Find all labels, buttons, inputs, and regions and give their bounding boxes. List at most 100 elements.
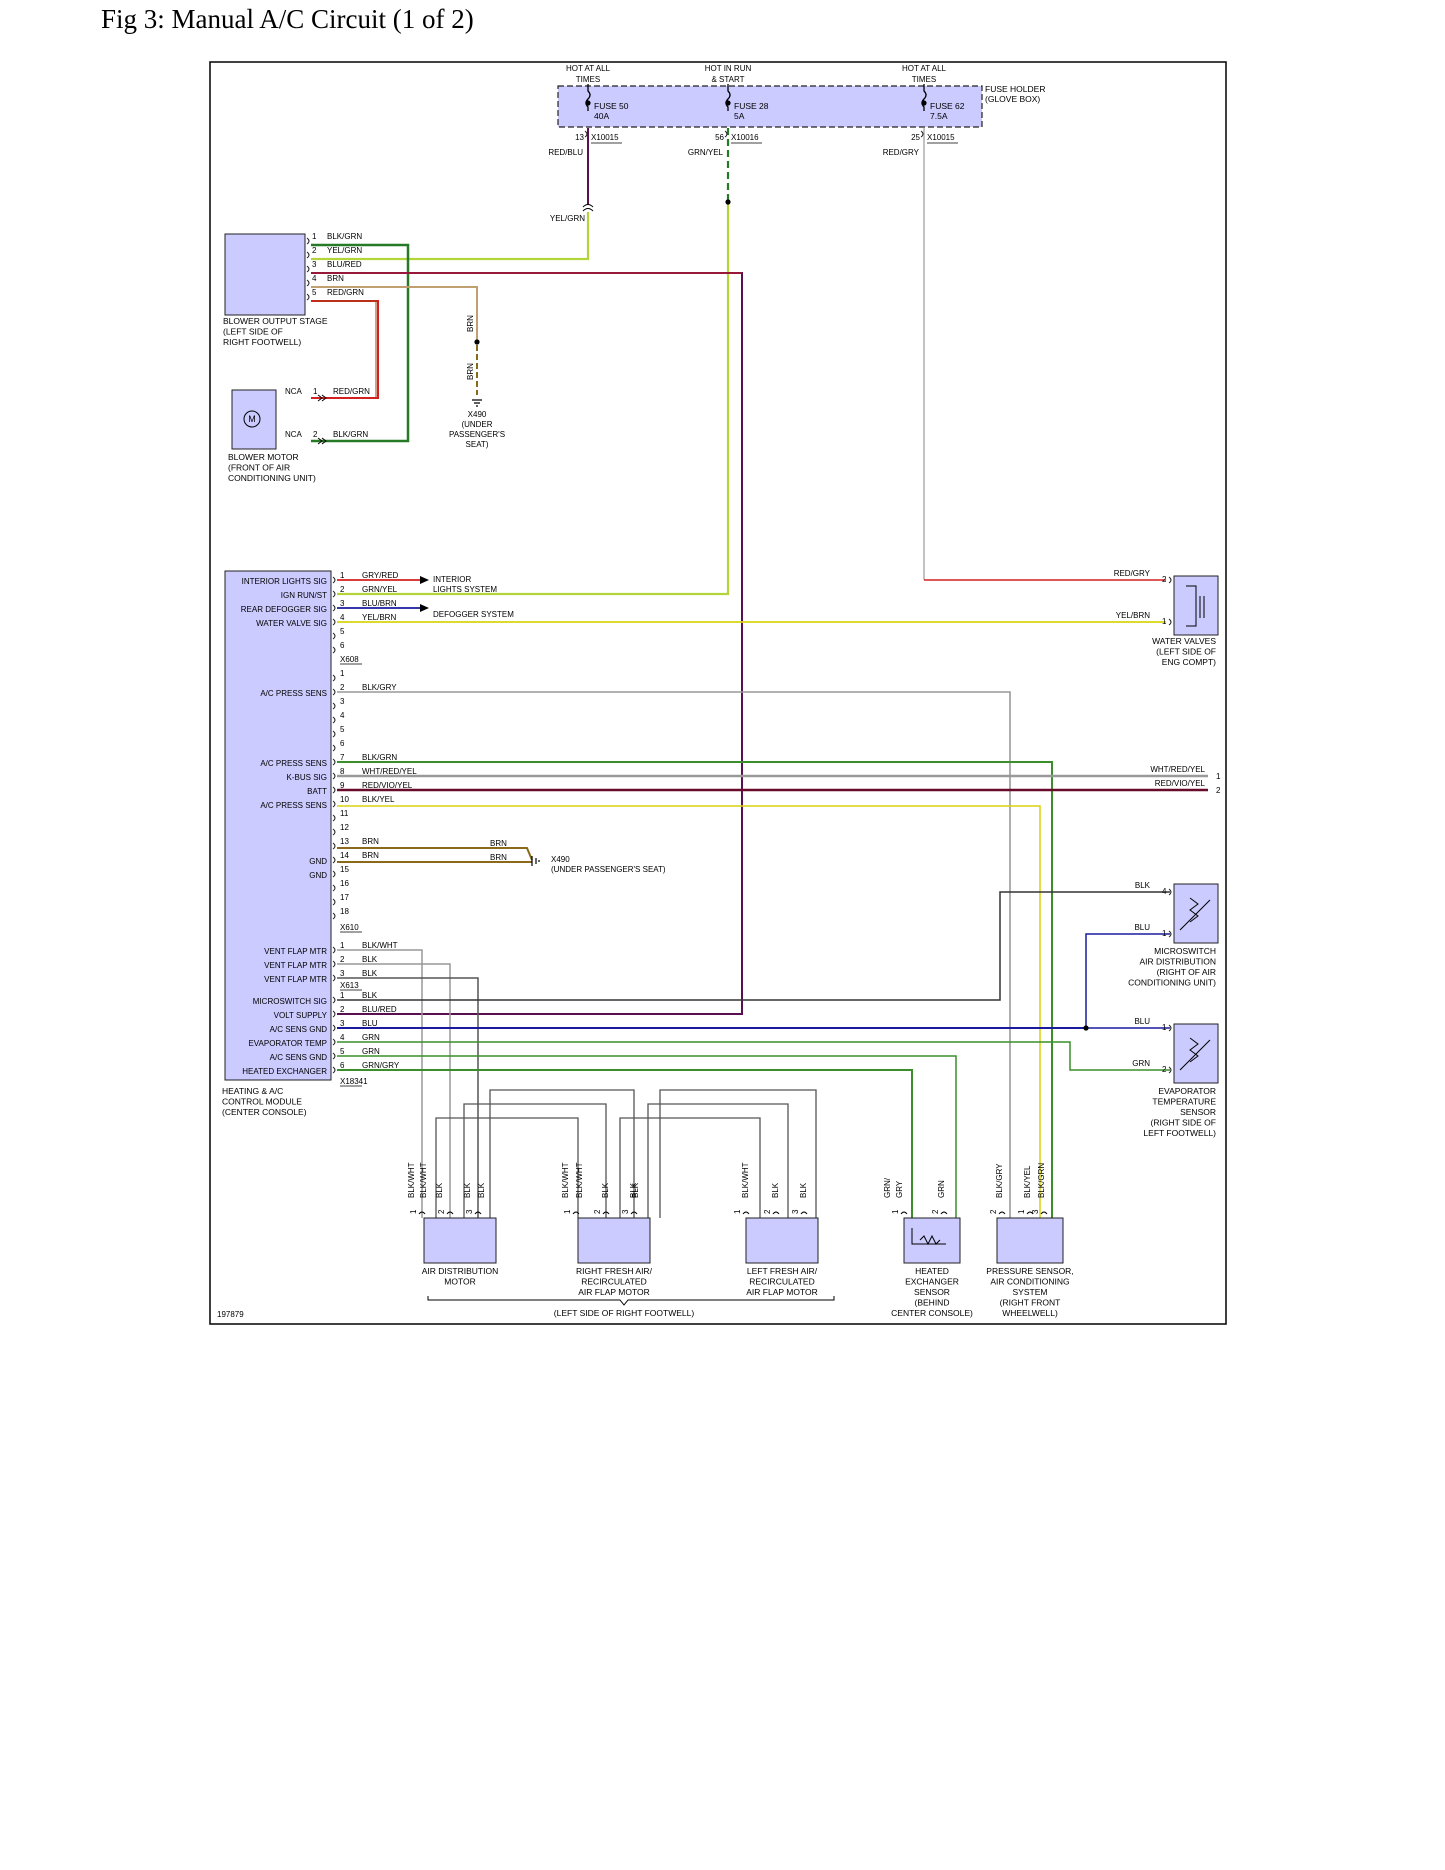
connector-pin-mark	[1168, 888, 1172, 896]
pin-number: 1	[1162, 1023, 1167, 1032]
ground-location-label: X490	[551, 855, 570, 864]
fuse-name: FUSE 28	[734, 101, 769, 111]
pin-number: 3	[340, 697, 345, 706]
wire-label-vertical: BLK	[771, 1182, 780, 1198]
pin-number: 6	[340, 739, 345, 748]
wire-label: BLK	[362, 969, 378, 978]
module-pin-function: INTERIOR LIGHTS SIG	[242, 577, 327, 586]
connector-pin-mark	[332, 1038, 336, 1046]
pin-number: 2	[313, 430, 318, 439]
blower-output-stage-box	[224, 233, 306, 316]
microswitch-label: MICROSWITCH	[1154, 946, 1216, 956]
pin-number: 1	[409, 1209, 418, 1214]
connector-pin-mark	[332, 814, 336, 822]
wire-label: BLU/RED	[327, 260, 362, 269]
ground-location-label: (UNDER	[461, 420, 492, 429]
fuse-hot-label: HOT AT ALL	[902, 64, 947, 73]
wire-label-vertical: BLK	[435, 1182, 444, 1198]
bottom-component-box	[745, 1217, 819, 1264]
pin-number: 9	[340, 781, 345, 790]
pin-number: 18	[340, 907, 349, 916]
wire-label: WHT/RED/YEL	[362, 767, 417, 776]
wire-label: BRN	[490, 853, 507, 862]
pin-number: 1	[891, 1209, 900, 1214]
wire-grn-yel	[337, 202, 730, 596]
wire-label-vertical: BLK	[629, 1182, 638, 1198]
bottom-component-label: (BEHIND	[915, 1298, 950, 1308]
wire-label-vertical: BLK	[477, 1182, 486, 1198]
connector-pin-mark	[998, 1211, 1006, 1215]
bottom-component-label: AIR DISTRIBUTION	[422, 1266, 499, 1276]
bottom-component-box	[996, 1217, 1064, 1264]
footwell-bracket	[427, 1296, 835, 1306]
fuse-dot	[921, 100, 927, 106]
bottom-component-box	[423, 1217, 497, 1264]
connector-pin-mark	[332, 590, 336, 598]
water-valves-label: (LEFT SIDE OF	[1156, 647, 1216, 657]
pin-number: 2	[1162, 1065, 1167, 1074]
connector-pin-mark	[602, 1211, 610, 1215]
connector-pin-mark	[332, 1024, 336, 1032]
pin-number: 10	[340, 795, 349, 804]
nca-label: NCA	[285, 387, 303, 396]
connector-pin-mark	[332, 744, 336, 752]
connector-pin-mark	[332, 870, 336, 878]
pin-number: 3	[465, 1209, 474, 1214]
arrow-destination-label: INTERIOR	[433, 575, 471, 584]
splice-dot	[725, 199, 731, 205]
connector-id: X608	[340, 655, 359, 664]
motor-symbol	[243, 410, 261, 428]
motor-letter: M	[248, 414, 256, 424]
connector-pin-mark	[332, 576, 336, 584]
bottom-component-label: CENTER CONSOLE)	[891, 1308, 973, 1318]
pin-number: 1	[340, 571, 345, 580]
ground-symbol	[472, 399, 482, 407]
inline-connector	[582, 204, 594, 212]
connector-pin-mark	[332, 800, 336, 808]
wire-label: GRN/YEL	[362, 585, 398, 594]
fuse-holder-box	[557, 85, 983, 128]
pin-number: 2	[437, 1209, 446, 1214]
connector-pin-mark	[1026, 1211, 1034, 1215]
module-pin-function: GND	[309, 871, 327, 880]
connector-pin-mark	[474, 1211, 482, 1215]
module-pin-function: A/C PRESS SENS	[260, 801, 327, 810]
ground-symbol	[531, 856, 540, 866]
module-pin-function: A/C SENS GND	[270, 1025, 328, 1034]
module-pin-function: VENT FLAP MTR	[264, 947, 327, 956]
wire-bus-6	[659, 1089, 817, 1218]
wire-blu-microswitch	[1085, 933, 1170, 1028]
connector-pin-mark	[900, 1211, 908, 1215]
wire-grn-evap	[337, 1041, 1170, 1071]
pin-number: 2	[340, 585, 345, 594]
connector-pin-mark	[332, 786, 336, 794]
pin-number: 13	[340, 837, 349, 846]
connector-pin-mark	[306, 265, 310, 273]
connector-pin-mark	[332, 646, 336, 654]
pin-number: 4	[312, 274, 317, 283]
module-pin-function: VENT FLAP MTR	[264, 961, 327, 970]
module-pin-function: A/C PRESS SENS	[260, 689, 327, 698]
wire-label: BLK/GRN	[362, 753, 397, 762]
connector-pin-mark	[1168, 1066, 1172, 1074]
connector-pin-mark	[332, 1052, 336, 1060]
ground-location-label: SEAT)	[466, 440, 489, 449]
bottom-component-label: RECIRCULATED	[581, 1277, 647, 1287]
bottom-component-label: AIR CONDITIONING	[990, 1277, 1069, 1287]
pin-number: 12	[340, 823, 349, 832]
pin-number: 11	[340, 809, 349, 818]
pin-number: 5	[340, 627, 345, 636]
wire-label: GRN	[1132, 1059, 1150, 1068]
wire-blk-microswitch	[337, 891, 1170, 1001]
pin-number: 3	[340, 1019, 345, 1028]
connector-pin-mark	[332, 946, 336, 954]
wire-label: RED/VIO/YEL	[1155, 779, 1206, 788]
pin-number: 1	[1017, 1209, 1026, 1214]
blower-motor-box	[231, 389, 277, 450]
wire-label-vertical: BLK/WHT	[561, 1162, 570, 1198]
fuse-pin-mark	[724, 130, 728, 138]
module-pin-function: BATT	[307, 787, 327, 796]
wire-bus-5	[647, 1103, 789, 1218]
wire-label-vertical: GRN	[937, 1180, 946, 1198]
